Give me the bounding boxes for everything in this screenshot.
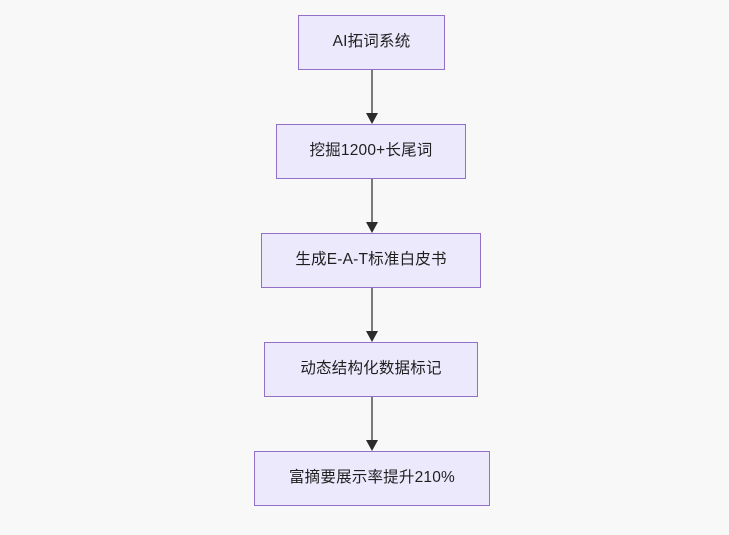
flow-node-dynamic-structured-data-markup[interactable]: 动态结构化数据标记 [264, 342, 478, 397]
connector-node1-node2 [360, 70, 384, 124]
flow-node-ai-keyword-system[interactable]: AI拓词系统 [298, 15, 445, 70]
flow-node-label: AI拓词系统 [332, 33, 411, 51]
flow-node-label: 生成E-A-T标准白皮书 [295, 251, 447, 269]
arrowhead-icon [366, 331, 378, 342]
arrowhead-icon [366, 113, 378, 124]
flow-node-mine-longtail-keywords[interactable]: 挖掘1200+长尾词 [276, 124, 466, 179]
connector-node2-node3 [360, 179, 384, 233]
flow-node-label: 富摘要展示率提升210% [288, 469, 456, 487]
connector-node3-node4 [360, 288, 384, 342]
flow-node-label: 动态结构化数据标记 [300, 360, 442, 378]
flow-node-label: 挖掘1200+长尾词 [309, 142, 433, 160]
arrowhead-icon [366, 440, 378, 451]
flow-node-generate-eat-whitepaper[interactable]: 生成E-A-T标准白皮书 [261, 233, 481, 288]
flow-node-rich-snippet-impression-lift[interactable]: 富摘要展示率提升210% [254, 451, 490, 506]
arrowhead-icon [366, 222, 378, 233]
connector-node4-node5 [360, 397, 384, 451]
